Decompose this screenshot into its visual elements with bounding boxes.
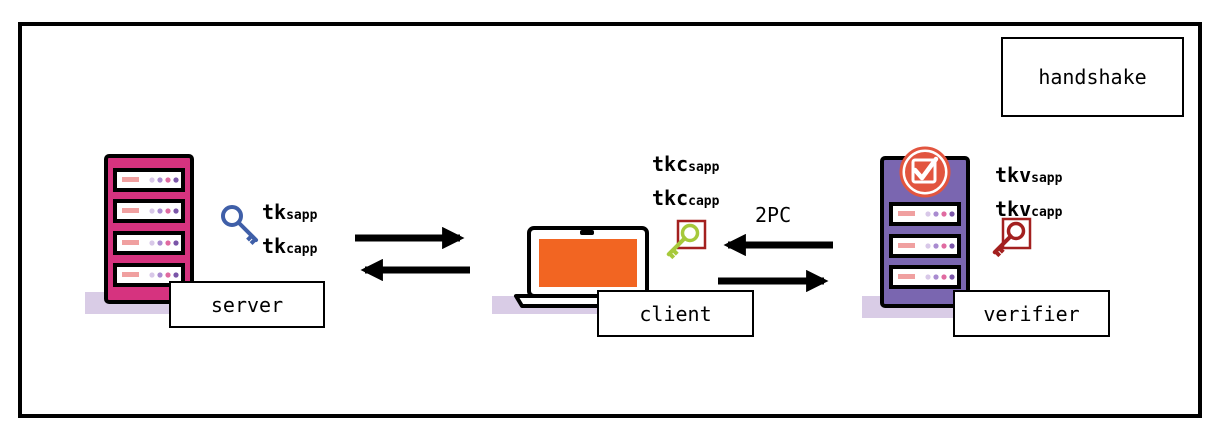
verifier-rack-icon (862, 146, 1012, 318)
server-key-icon (221, 205, 259, 245)
server-label: server (169, 281, 325, 328)
verifier-key-capp: tkvcapp (995, 197, 1063, 221)
server-key-capp: tkcapp (262, 234, 318, 258)
client-key-sapp: tkcsapp (652, 152, 720, 176)
protocol-label: 2PC (755, 203, 792, 227)
server-slot (113, 263, 185, 287)
handshake-label: handshake (1001, 37, 1184, 117)
verifier-label: verifier (953, 290, 1110, 337)
verifier-slot (889, 265, 961, 289)
server-slot (113, 231, 185, 255)
server-key-sapp: tksapp (262, 200, 318, 224)
client-label: client (597, 290, 754, 337)
client-keys: tkcsapp tkccapp (652, 149, 719, 217)
server-slot (113, 199, 185, 223)
verifier-keys: tkvsapp tkvcapp (995, 160, 1062, 228)
check-badge-icon (899, 146, 951, 198)
verifier-slot (889, 202, 961, 226)
client-key-icon (666, 219, 707, 260)
client-key-capp: tkccapp (652, 186, 720, 210)
verifier-key-icon (992, 217, 1032, 258)
verifier-key-sapp: tkvsapp (995, 163, 1063, 187)
server-keys: tksapp tkcapp (262, 197, 317, 265)
verifier-slot (889, 234, 961, 258)
server-slot (113, 168, 185, 192)
